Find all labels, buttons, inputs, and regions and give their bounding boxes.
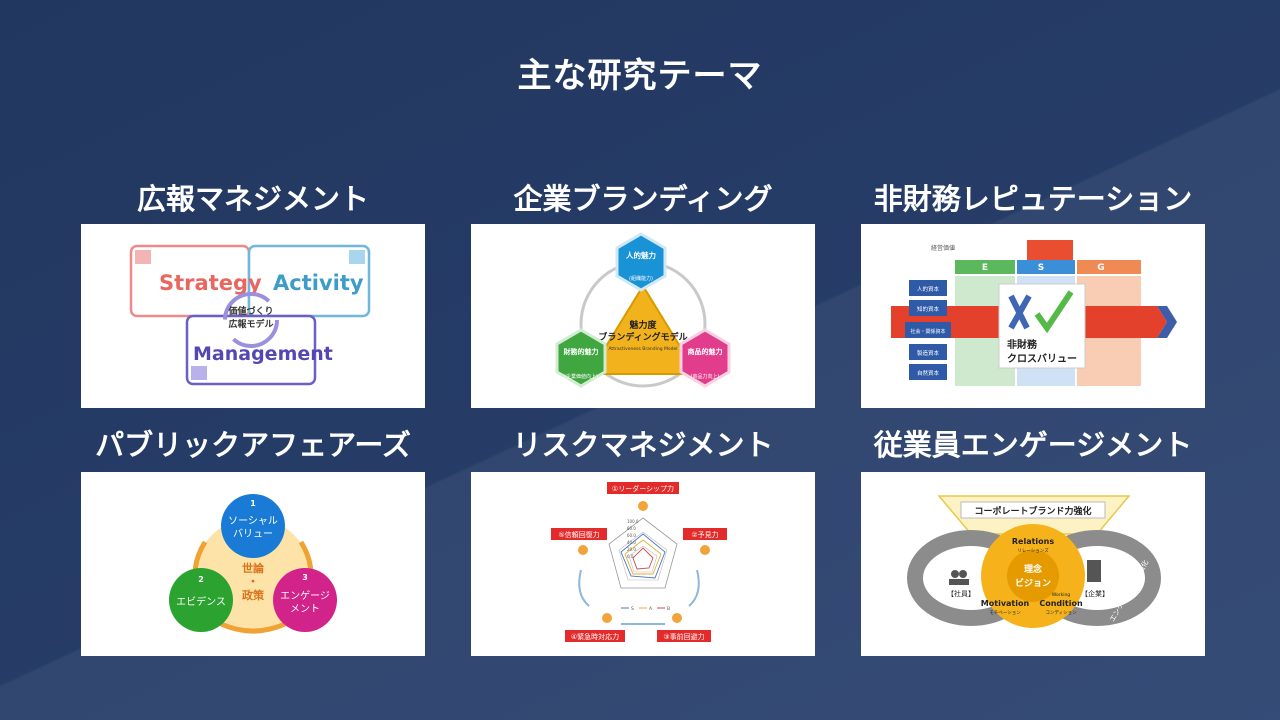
motivation-label: Motivation — [981, 599, 1030, 608]
circle1-line2: バリュー — [233, 528, 273, 540]
strategy-icon — [135, 250, 151, 264]
circle3-line2: メント — [290, 604, 320, 615]
activity-label: Activity — [273, 271, 364, 295]
risk-label-3: ③事前回避力 — [663, 632, 704, 641]
relations-label: Relations — [1012, 537, 1054, 546]
theme-title-pr-management: 広報マネジメント — [136, 182, 369, 216]
page-title: 主な研究テーマ — [517, 56, 763, 96]
center-line1: 理念 — [1024, 563, 1042, 575]
motivation-sub: モチベーション — [989, 610, 1021, 616]
branding-diagram: 魅力度 ブランディングモデル Attractiveness Branding M… — [555, 232, 731, 388]
center-dot: ・ — [248, 575, 259, 588]
card-nonfinancial-reputation[interactable]: 経営価値 E S G 人的資本 知的資本 社会・関係資本 製造資本 自然資本 非… — [861, 224, 1205, 408]
row-label-4: 製造資本 — [917, 349, 940, 357]
relations-sub: リレーションズ — [1017, 547, 1049, 554]
row-label-5: 自然資本 — [917, 369, 940, 377]
risk-label-4: ④緊急時対応力 — [571, 632, 619, 641]
hex-left-sub: (企業価値向上) — [564, 373, 598, 380]
row-label-3: 社会・関係資本 — [910, 328, 945, 335]
card-pr-management[interactable]: Strategy Activity Management 価値づくり 広報モデル — [81, 224, 425, 408]
circle1-num: 1 — [250, 499, 256, 508]
center-label-line2: 広報モデル — [228, 318, 273, 330]
nonfinancial-diagram: 経営価値 E S G 人的資本 知的資本 社会・関係資本 製造資本 自然資本 非… — [891, 240, 1177, 386]
center-line2: ビジョン — [1015, 577, 1051, 589]
hex-top-label: 人的魅力 — [626, 250, 656, 260]
hex-left-label: 財務的魅力 — [563, 347, 599, 356]
hex-right-sub: (商品力向上) — [691, 373, 720, 380]
company-label: 【企業】 — [1081, 589, 1109, 598]
logo-line1: 非財務 — [1007, 338, 1038, 351]
circle2-label: エビデンス — [176, 595, 226, 608]
working-label: Working — [1052, 592, 1070, 598]
e-label: E — [982, 263, 988, 273]
card-employee-engagement[interactable]: コーポレートブランド力強化 Relations リレーションズ 理念 ビジョン … — [861, 472, 1205, 656]
risk-label-1: ①リーダーシップ力 — [612, 484, 674, 493]
company-icon — [1087, 560, 1101, 582]
engagement-diagram: コーポレートブランド力強化 Relations リレーションズ 理念 ビジョン … — [907, 495, 1161, 628]
g-label: G — [1097, 263, 1104, 273]
activity-icon — [349, 250, 365, 264]
logo-line2: クロスバリュー — [1007, 353, 1077, 365]
condition-sub: コンディション — [1045, 609, 1077, 616]
pr-management-diagram: Strategy Activity Management 価値づくり 広報モデル — [129, 244, 371, 386]
branding-center-line1: 魅力度 — [629, 319, 657, 331]
employee-label: 【社員】 — [947, 589, 975, 598]
circle1-line1: ソーシャル — [228, 516, 278, 527]
banner-label: コーポレートブランド力強化 — [974, 505, 1091, 517]
branding-center-line2: ブランディングモデル — [598, 331, 687, 343]
row-label-2: 知的資本 — [917, 305, 940, 313]
hex-right-label: 商品的魅力 — [688, 347, 723, 356]
center-line2: 政策 — [242, 588, 265, 602]
theme-title-nonfinancial-reputation: 非財務レピュテーション — [873, 182, 1193, 216]
condition-label: Condition — [1039, 599, 1083, 608]
circle3-line1: エンゲージ — [280, 590, 330, 602]
scale-40: 40.0 — [627, 540, 636, 545]
circle3-num: 3 — [302, 573, 308, 582]
management-label: Management — [193, 343, 333, 365]
risk-label-2: ②予見力 — [691, 530, 718, 539]
management-icon — [191, 366, 207, 380]
hex-top-sub: (組織能力) — [629, 275, 653, 282]
scale-60: 60.0 — [627, 533, 636, 538]
branding-center-en: Attractiveness Branding Model — [608, 346, 677, 352]
legend-a: A — [649, 606, 653, 612]
card-risk-management[interactable]: ①リーダーシップ力 ②予見力 ③事前回避力 ④緊急時対応力 ⑤信頼回復力 100… — [471, 472, 815, 656]
card-public-affairs[interactable]: 世論 ・ 政策 1 ソーシャル バリュー 2 エビデンス 3 エンゲージ メント — [81, 472, 425, 656]
risk-radar-diagram: ①リーダーシップ力 ②予見力 ③事前回避力 ④緊急時対応力 ⑤信頼回復力 100… — [551, 482, 727, 642]
s-label: S — [1038, 263, 1044, 273]
public-affairs-diagram: 世論 ・ 政策 1 ソーシャル バリュー 2 エビデンス 3 エンゲージ メント — [169, 494, 337, 634]
scale-100: 100.0 — [627, 519, 639, 524]
employee-icon — [951, 570, 959, 578]
theme-title-corporate-branding: 企業ブランディング — [513, 182, 773, 216]
legend-s: S — [631, 606, 634, 612]
center-line1: 世論 — [242, 561, 265, 575]
circle2-num: 2 — [198, 575, 204, 584]
scale-20: 20.0 — [627, 547, 636, 552]
risk-label-5: ⑤信頼回復力 — [558, 530, 599, 539]
scale-80: 80.0 — [627, 526, 636, 531]
theme-title-risk-management: リスクマネジメント — [512, 428, 774, 462]
center-label-line1: 価値づくり — [227, 305, 273, 317]
header-label: 経営価値 — [931, 244, 955, 252]
strategy-label: Strategy — [159, 271, 262, 295]
legend-b: B — [667, 606, 670, 612]
theme-title-public-affairs: パブリックアフェアーズ — [95, 428, 411, 462]
scale-0: 0.0 — [627, 554, 634, 559]
theme-title-employee-engagement: 従業員エンゲージメント — [873, 428, 1193, 462]
row-label-1: 人的資本 — [917, 285, 940, 293]
card-corporate-branding[interactable]: 魅力度 ブランディングモデル Attractiveness Branding M… — [471, 224, 815, 408]
